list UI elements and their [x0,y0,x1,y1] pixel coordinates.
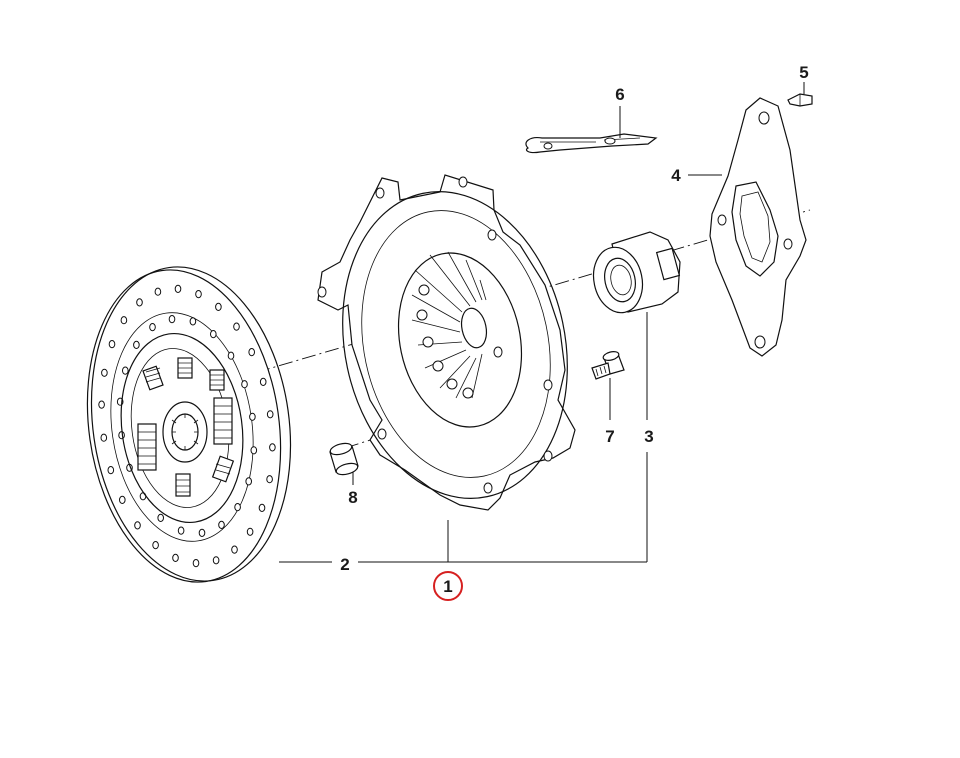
disc-rivet-hole [152,541,159,550]
disc-rivet-hole [269,443,276,452]
disc-rivet-hole [218,520,225,530]
disc-rivet-hole [168,315,176,324]
disc-rivet-hole [231,545,238,554]
callout-3[interactable]: 3 [644,427,653,446]
callout-5[interactable]: 5 [799,63,808,82]
disc-rivet-hole [139,492,147,501]
callout-2[interactable]: 2 [340,555,349,574]
callout-6[interactable]: 6 [615,85,624,104]
disc-rivet-hole [192,559,200,568]
disc-rivet-hole [120,316,128,325]
disc-rivet-hole [248,348,255,357]
diaphragm-spring-fingers [411,251,488,399]
clutch-disc-part-2[interactable] [68,254,310,595]
disc-rivet-hole [266,410,274,419]
disc-rivet-hole [98,400,105,409]
disc-rivet-hole [136,298,143,307]
leader-lines [279,82,805,563]
disc-rivet-hole [215,302,222,311]
disc-rivet-hole [189,317,197,326]
pin-part-5[interactable] [787,93,813,107]
disc-rivet-hole [133,340,140,349]
pressure-plate-part-1[interactable] [315,171,595,520]
disc-rivet-hole [174,284,182,293]
disc-rivet-hole [107,466,115,475]
disc-rivet-hole [198,528,206,538]
disc-rivet-hole [245,477,252,486]
damper-springs [137,357,235,497]
disc-rivet-hole [172,553,179,563]
cover-mounting-lugs [317,176,553,494]
disc-rivet-hole [250,446,258,455]
disc-rivet-hole [212,556,220,565]
dowel-sleeve-part-8[interactable] [329,441,359,476]
disc-rivet-hole [134,521,141,530]
disc-rivet-hole [258,503,266,512]
disc-rivet-hole [233,322,240,331]
disc-rivet-hole [241,380,248,389]
disc-rivet-hole [101,368,108,377]
disc-rivet-hole [210,330,217,339]
callout-8[interactable]: 8 [348,488,357,507]
disc-rivet-hole [195,290,202,299]
disc-rivet-hole [154,287,162,296]
disc-rivet-hole [100,433,108,442]
disc-rivet-hole [119,495,126,504]
disc-rivet-hole [266,475,273,484]
disc-rivet-hole [249,412,256,421]
callout-7[interactable]: 7 [605,427,614,446]
release-bearing-part-3[interactable] [588,231,681,317]
spring-clip-part-6[interactable] [525,133,658,154]
disc-rivet-hole [227,351,235,360]
callout-labels: 1 2 3 4 5 6 7 8 [340,63,809,601]
disc-rivet-hole [149,323,156,332]
disc-splined-hub [162,401,208,463]
disc-rivet-hole [177,526,185,535]
disc-rivet-hole [246,527,254,536]
disc-rivet-hole [108,340,116,349]
disc-rivet-hole [157,513,164,523]
disc-rivet-hole [234,503,241,512]
bolt-part-7[interactable] [591,350,625,380]
callout-4[interactable]: 4 [671,166,681,185]
callout-1-highlight-ring [433,571,463,601]
disc-rivet-hole [122,366,129,375]
callout-1[interactable]: 1 [443,577,452,596]
disc-rivet-hole [259,377,267,386]
release-fork-part-4[interactable] [709,97,807,357]
